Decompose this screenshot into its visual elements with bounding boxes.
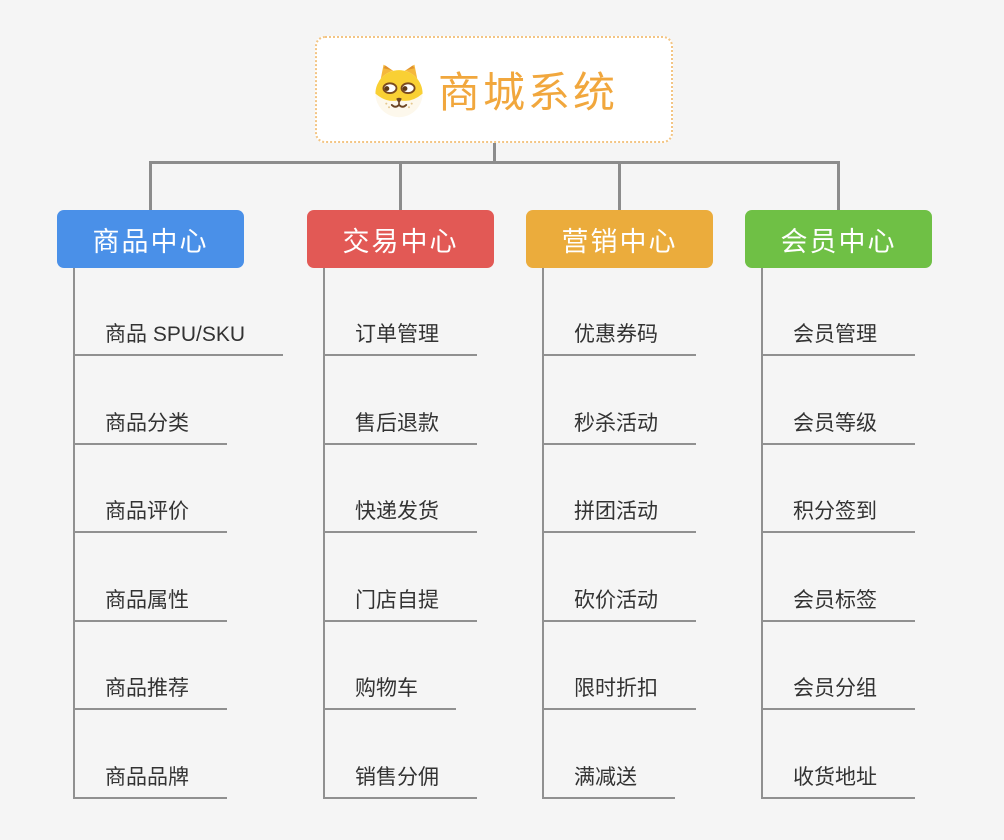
connector-spine-marketing	[542, 268, 544, 798]
connector-rail	[149, 161, 840, 164]
leaf-node[interactable]: 会员管理	[761, 320, 915, 356]
leaf-node[interactable]: 满减送	[542, 763, 675, 799]
branch-node-trade-center[interactable]: 交易中心	[307, 210, 494, 268]
connector-stem-products	[149, 161, 152, 210]
leaf-node[interactable]: 购物车	[323, 674, 456, 710]
leaf-node[interactable]: 订单管理	[323, 320, 477, 356]
branch-node-member-center[interactable]: 会员中心	[745, 210, 932, 268]
leaf-node[interactable]: 会员标签	[761, 586, 915, 622]
leaf-node[interactable]: 积分签到	[761, 497, 915, 533]
leaf-node[interactable]: 优惠券码	[542, 320, 696, 356]
root-title: 商城系统	[437, 69, 618, 116]
dog-face-icon	[375, 64, 423, 117]
leaf-node[interactable]: 商品 SPU/SKU	[73, 320, 284, 356]
leaf-node[interactable]: 限时折扣	[542, 674, 696, 710]
leaf-node[interactable]: 售后退款	[323, 409, 477, 445]
leaf-node[interactable]: 收货地址	[761, 763, 915, 799]
connector-stem-members	[837, 161, 840, 210]
root-node-mall-system[interactable]: 商城系统	[315, 36, 673, 143]
leaf-node[interactable]: 商品属性	[73, 586, 227, 622]
connector-spine-products	[73, 268, 75, 798]
leaf-node[interactable]: 会员等级	[761, 409, 915, 445]
leaf-node[interactable]: 秒杀活动	[542, 409, 696, 445]
connector-stem-marketing	[618, 161, 621, 210]
connector-spine-members	[761, 268, 763, 798]
connector-stem-trade	[399, 161, 402, 210]
leaf-node[interactable]: 商品品牌	[73, 763, 227, 799]
leaf-node[interactable]: 门店自提	[323, 586, 477, 622]
leaf-node[interactable]: 拼团活动	[542, 497, 696, 533]
connector-root-stem	[493, 143, 496, 164]
connector-spine-trade	[323, 268, 325, 798]
leaf-node[interactable]: 商品评价	[73, 497, 227, 533]
leaf-node[interactable]: 商品推荐	[73, 674, 227, 710]
leaf-node[interactable]: 快递发货	[323, 497, 477, 533]
leaf-node[interactable]: 砍价活动	[542, 586, 696, 622]
leaf-node[interactable]: 销售分佣	[323, 763, 477, 799]
leaf-node[interactable]: 会员分组	[761, 674, 915, 710]
leaf-node[interactable]: 商品分类	[73, 409, 227, 445]
branch-node-marketing-center[interactable]: 营销中心	[526, 210, 713, 268]
branch-node-product-center[interactable]: 商品中心	[57, 210, 244, 268]
